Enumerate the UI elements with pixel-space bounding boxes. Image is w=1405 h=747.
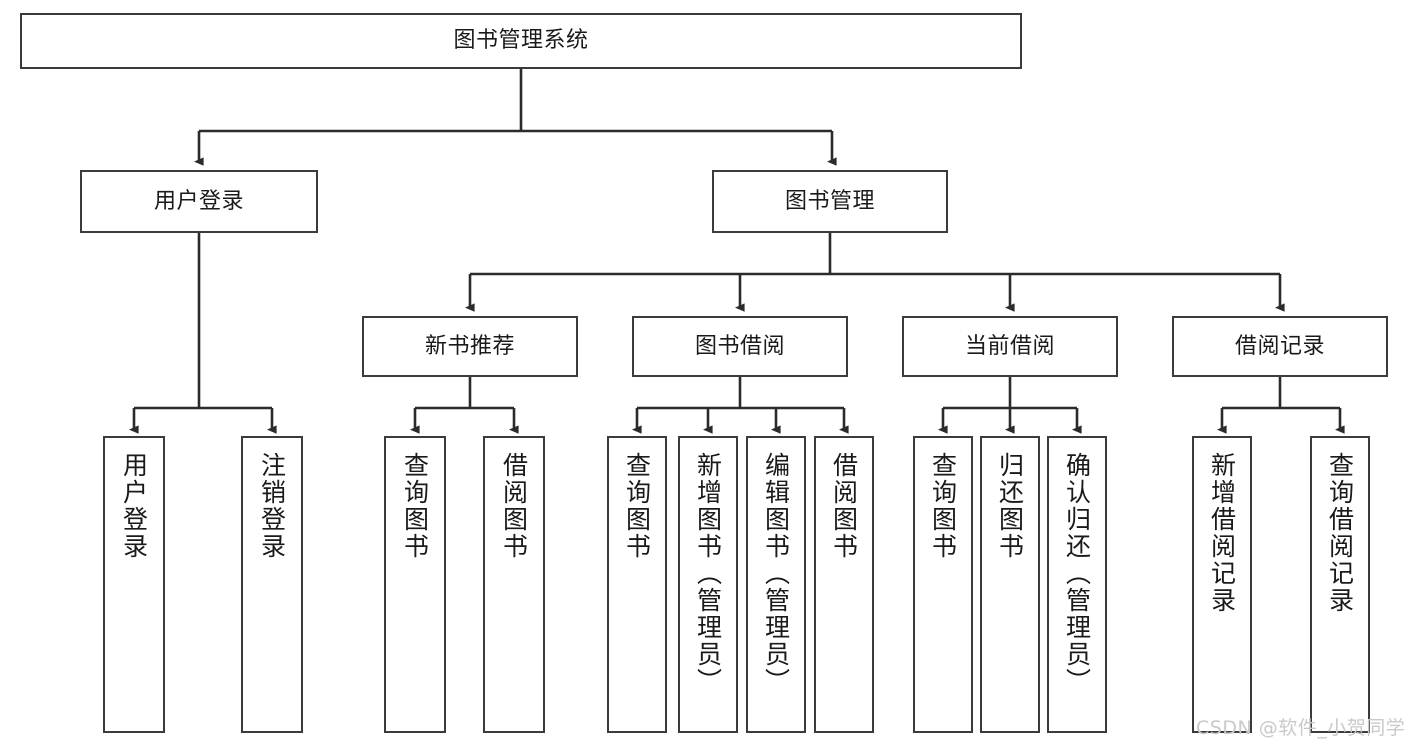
leaf-label: 新增借阅记录 <box>1207 452 1237 614</box>
leaf-label: 确认归还（管理员） <box>1062 452 1092 695</box>
leaf-book-borrow-1[interactable]: 新增图书（管理员） <box>678 436 738 733</box>
node-user-login[interactable]: 用户登录 <box>80 170 318 233</box>
node-root-label: 图书管理系统 <box>453 28 589 54</box>
leaf-label: 查询图书 <box>400 452 430 560</box>
node-root[interactable]: 图书管理系统 <box>20 13 1022 69</box>
leaf-borrow-record-1[interactable]: 查询借阅记录 <box>1310 436 1370 733</box>
csdn-watermark: CSDN @软件_小贺同学 <box>1196 717 1405 739</box>
leaf-book-borrow-3[interactable]: 借阅图书 <box>814 436 874 733</box>
leaf-current-borrow-0[interactable]: 查询图书 <box>913 436 973 733</box>
node-new-book-recommend-label: 新书推荐 <box>424 333 515 359</box>
leaf-label: 借阅图书 <box>829 452 859 560</box>
leaf-label: 新增图书（管理员） <box>693 452 723 695</box>
node-borrow-record[interactable]: 借阅记录 <box>1172 316 1388 377</box>
leaf-label: 查询图书 <box>928 452 958 560</box>
node-borrow-record-label: 借阅记录 <box>1234 333 1325 359</box>
leaf-new-book-rec-0[interactable]: 查询图书 <box>384 436 446 733</box>
node-book-borrow[interactable]: 图书借阅 <box>632 316 848 377</box>
node-new-book-recommend[interactable]: 新书推荐 <box>362 316 578 377</box>
node-book-management-label: 图书管理 <box>784 188 875 214</box>
leaf-label: 查询借阅记录 <box>1325 452 1355 614</box>
leaf-current-borrow-1[interactable]: 归还图书 <box>980 436 1040 733</box>
leaf-label: 借阅图书 <box>499 452 529 560</box>
leaf-current-borrow-2[interactable]: 确认归还（管理员） <box>1047 436 1107 733</box>
leaf-book-borrow-2[interactable]: 编辑图书（管理员） <box>746 436 806 733</box>
node-current-borrow-label: 当前借阅 <box>964 333 1055 359</box>
node-book-borrow-label: 图书借阅 <box>694 333 785 359</box>
leaf-new-book-rec-1[interactable]: 借阅图书 <box>483 436 545 733</box>
leaf-borrow-record-0[interactable]: 新增借阅记录 <box>1192 436 1252 733</box>
node-user-login-label: 用户登录 <box>153 188 244 214</box>
leaf-label: 用户登录 <box>119 452 149 560</box>
leaf-label: 编辑图书（管理员） <box>761 452 791 695</box>
node-book-management[interactable]: 图书管理 <box>712 170 948 233</box>
leaf-book-borrow-0[interactable]: 查询图书 <box>607 436 667 733</box>
leaf-label: 查询图书 <box>622 452 652 560</box>
leaf-user-login-0[interactable]: 用户登录 <box>103 436 165 733</box>
node-current-borrow[interactable]: 当前借阅 <box>902 316 1118 377</box>
leaf-label: 注销登录 <box>257 452 287 560</box>
leaf-label: 归还图书 <box>995 452 1025 560</box>
leaf-user-login-1[interactable]: 注销登录 <box>241 436 303 733</box>
